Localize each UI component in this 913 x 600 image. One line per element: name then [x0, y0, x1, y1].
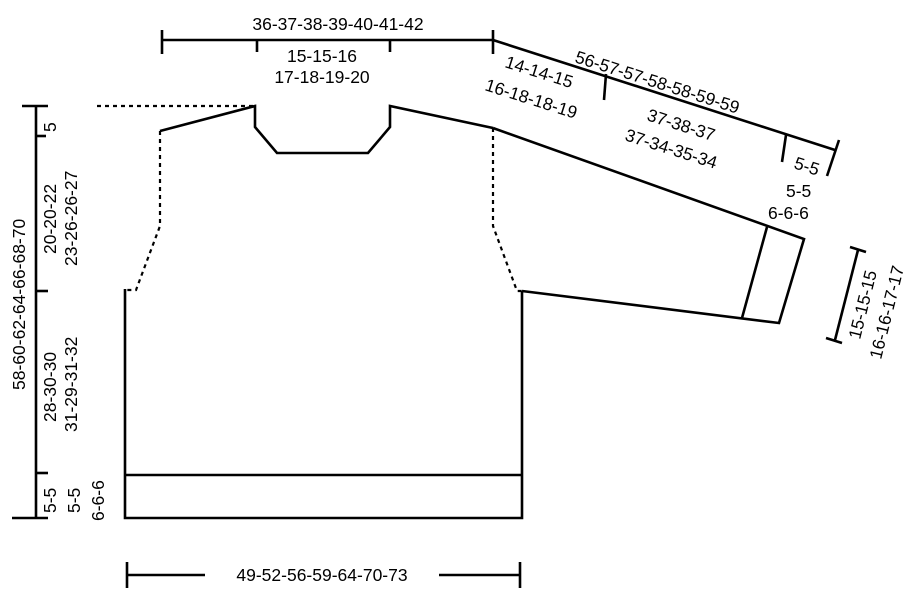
- cuff-width-dimension: 15-15-15 16-16-17-17: [825, 245, 908, 361]
- neck-width-label-2: 17-18-19-20: [274, 67, 370, 87]
- rib-label-3: 6-6-6: [88, 480, 108, 521]
- neck-width-label-1: 15-15-16: [287, 46, 357, 66]
- cuff-label-2: 6-6-6: [768, 203, 809, 223]
- height-dimension: 58-60-62-64-66-68-70 5 20-20-22 23-26-26…: [9, 104, 108, 521]
- neck-depth-label: 5: [40, 122, 60, 132]
- rib-label-1: 5-5: [40, 488, 60, 513]
- sleeve-outline: [492, 126, 806, 325]
- bottom-width-label: 49-52-56-59-64-70-73: [236, 565, 407, 585]
- total-height-label: 58-60-62-64-66-68-70: [9, 219, 29, 390]
- cuff-labels: 5-5 6-6-6: [768, 181, 811, 223]
- cuff-top-label: 5-5: [792, 153, 822, 180]
- side-length-label-2: 31-29-31-32: [61, 337, 81, 432]
- bottom-width-dimension: 49-52-56-59-64-70-73: [125, 562, 522, 588]
- top-width-dimension: 36-37-38-39-40-41-42 15-15-16 17-18-19-2…: [160, 14, 495, 87]
- armhole-label-1: 20-20-22: [40, 184, 60, 254]
- rib-label-2: 5-5: [64, 488, 84, 513]
- body-outline: [97, 104, 524, 520]
- side-length-label-1: 28-30-30: [40, 352, 60, 422]
- sleeve-length-dimension: 56-57-57-58-58-59-59 14-14-15 16-18-18-1…: [483, 38, 841, 180]
- top-total-width-label: 36-37-38-39-40-41-42: [252, 14, 423, 34]
- cuff-label-1: 5-5: [786, 181, 811, 201]
- armhole-label-2: 23-26-26-27: [61, 171, 81, 266]
